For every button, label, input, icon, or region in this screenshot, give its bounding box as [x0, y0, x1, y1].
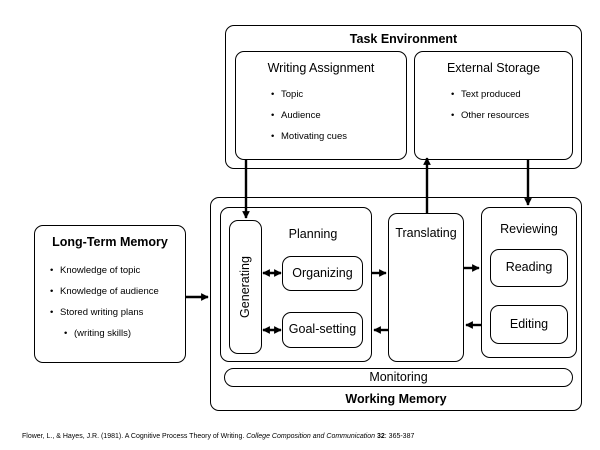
goal-setting-label: Goal-setting — [288, 322, 357, 336]
citation-journal: College Composition and Communication — [246, 433, 376, 440]
reviewing-title: Reviewing — [500, 222, 558, 236]
monitoring-box — [224, 368, 573, 387]
list-item: Other resources — [451, 110, 529, 121]
working-memory-title: Working Memory — [345, 392, 447, 406]
citation: Flower, L., & Hayes, J.R. (1981). A Cogn… — [22, 433, 414, 440]
long-term-memory-title: Long-Term Memory — [52, 235, 168, 249]
long-term-memory-list: Knowledge of topic Knowledge of audience… — [50, 265, 159, 349]
translating-box — [388, 213, 464, 362]
list-item: Topic — [271, 89, 347, 100]
editing-label: Editing — [509, 317, 549, 331]
goal-setting-box — [282, 312, 363, 348]
editing-box — [490, 305, 568, 344]
writing-assignment-list: Topic Audience Motivating cues — [271, 89, 347, 152]
external-storage-list: Text produced Other resources — [451, 89, 529, 131]
writing-assignment-title: Writing Assignment — [267, 61, 375, 75]
list-item: Text produced — [451, 89, 529, 100]
generating-box — [229, 220, 262, 354]
list-subitem: (writing skills) — [50, 328, 159, 339]
citation-authors: Flower, L., & Hayes, J.R. (1981). A Cogn… — [22, 433, 247, 440]
external-storage-box — [414, 51, 573, 160]
list-item: Knowledge of audience — [50, 286, 159, 297]
external-storage-title: External Storage — [446, 61, 541, 75]
list-item: Motivating cues — [271, 131, 347, 142]
list-item: Stored writing plans — [50, 307, 159, 318]
organizing-box — [282, 256, 363, 291]
translating-label: Translating — [395, 226, 457, 240]
list-item: Audience — [271, 110, 347, 121]
list-item: Knowledge of topic — [50, 265, 159, 276]
citation-pages: : 365-387 — [384, 433, 415, 440]
citation-volume: 32 — [376, 433, 385, 440]
task-environment-title: Task Environment — [349, 32, 458, 46]
organizing-label: Organizing — [292, 266, 353, 280]
planning-title: Planning — [288, 227, 338, 241]
reading-label: Reading — [505, 260, 553, 274]
monitoring-label: Monitoring — [369, 370, 428, 384]
reading-box — [490, 249, 568, 287]
